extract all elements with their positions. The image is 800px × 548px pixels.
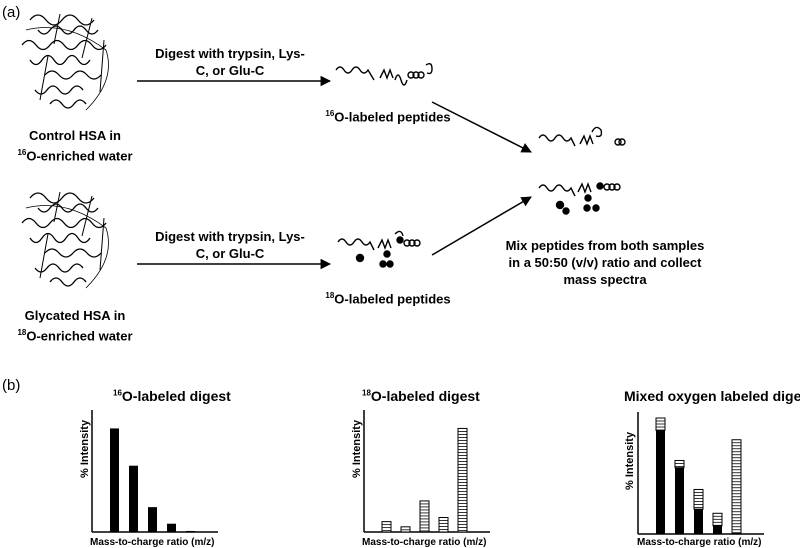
glycated-sample-label: Glycated HSA in 18O-enriched water [17,308,133,344]
bar-hatched [400,526,411,533]
o18-peptides-label: 18O-labeled peptides [325,291,451,307]
bar-solid [732,532,741,534]
control-sample-label: Control HSA in 16O-enriched water [17,128,133,164]
panel-a-label: (a) [2,4,21,21]
bar-solid [713,525,722,534]
o16-peptides-graphic [335,62,433,86]
arrow-mix-16o [431,101,532,153]
chart3-y-axis-label: % Intensity [624,431,636,490]
bar-solid [110,428,119,532]
bar-hatched [655,417,666,431]
o16-peptides-label: 16O-labeled peptides [325,109,451,125]
bar-solid [656,430,665,534]
bar-solid [129,465,138,532]
chart1-title: 16O-labeled digest [113,388,231,404]
mix-peptides-text: Mix peptides from both samples in a 50:5… [505,238,705,287]
digest-label-control: Digest with trypsin, Lys-C, or Glu-C [155,46,305,78]
bar-hatched [674,459,685,469]
chart1-x-axis-label: Mass-to-charge ratio (m/z) [90,537,215,548]
chart3-plot [637,412,764,535]
chart1-plot [91,410,218,533]
chart3-title: Mixed oxygen labeled digest [624,388,800,404]
chart3-x-axis-label: Mass-to-charge ratio (m/z) [637,537,762,548]
bar-hatched [457,427,468,533]
arrow-mix-18o [431,196,532,256]
chart2-plot [363,410,490,533]
bar-hatched [438,517,449,533]
glycated-hsa-structure [21,191,109,289]
chart2-title: 18O-labeled digest [362,388,480,404]
bar-hatched [693,488,704,510]
bar-solid [694,509,703,534]
bar-hatched [419,500,430,533]
bar-hatched [712,512,723,527]
panel-b-label: (b) [2,377,21,394]
bar-solid [167,523,176,532]
bar-solid [675,467,684,534]
bar-hatched [381,521,392,533]
o18-peptides-graphic [337,230,421,268]
bar-hatched [731,439,742,534]
digest-label-glycated: Digest with trypsin, Lys-C, or Glu-C [155,229,305,261]
bar-solid [148,507,157,532]
chart2-x-axis-label: Mass-to-charge ratio (m/z) [362,537,487,548]
bar-solid [186,530,195,532]
control-hsa-structure [21,13,109,111]
mixed-peptides-graphic [538,126,626,215]
